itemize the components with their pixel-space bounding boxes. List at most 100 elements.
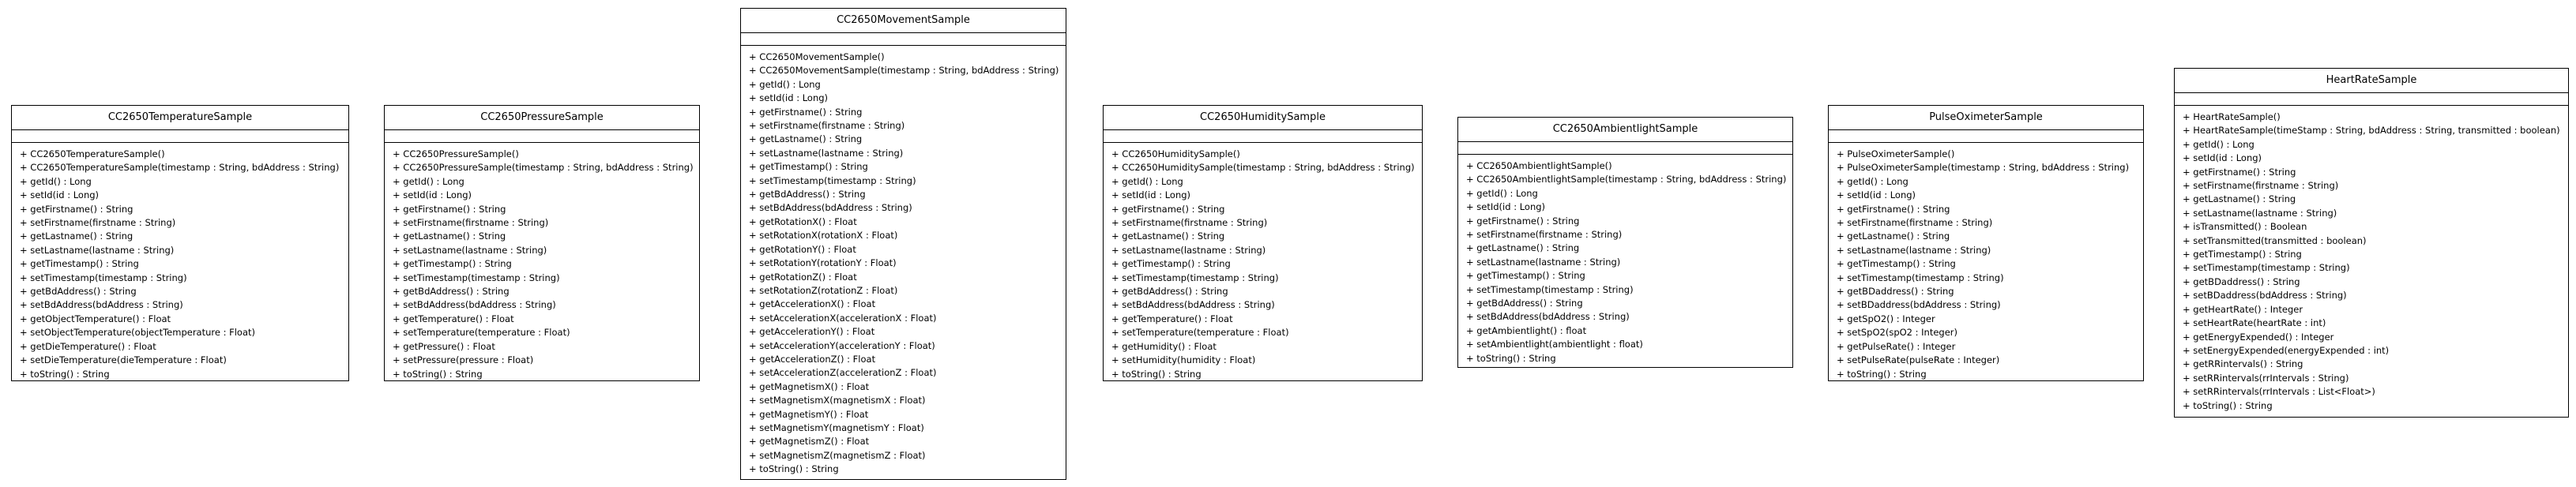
operation: + getAccelerationY() : Float xyxy=(749,326,875,338)
operation: + getTemperature() : Float xyxy=(1111,313,1233,324)
attributes-compartment xyxy=(12,130,348,143)
operation: + getHumidity() : Float xyxy=(1111,340,1217,352)
operation: + CC2650TemperatureSample(timestamp : St… xyxy=(20,162,340,174)
operation: + getId() : Long xyxy=(20,175,92,187)
operation: + getLastname() : String xyxy=(749,133,863,145)
operation: + CC2650AmbientlightSample() xyxy=(1466,160,1612,171)
operation: + setId(id : Long) xyxy=(1837,189,1916,201)
class-cc2650-ambientlight-sample[interactable]: CC2650AmbientlightSample + CC2650Ambient… xyxy=(1457,117,1793,368)
operation: + getFirstname() : String xyxy=(1111,203,1225,215)
operation: + toString() : String xyxy=(2183,399,2273,411)
operation: + setLastname(lastname : String) xyxy=(2183,207,2337,219)
operation: + CC2650PressureSample() xyxy=(393,148,519,159)
operation: + setLastname(lastname : String) xyxy=(20,244,175,256)
operation: + getTimestamp() : String xyxy=(1466,270,1585,282)
operation: + setFirstname(firstname : String) xyxy=(1837,217,1993,229)
operation: + setLastname(lastname : String) xyxy=(1837,244,1991,256)
operation: + setPressure(pressure : Float) xyxy=(393,354,534,366)
operation: + setFirstname(firstname : String) xyxy=(393,217,549,229)
operation: + setTimestamp(timestamp : String) xyxy=(1837,272,2004,283)
operation: + getMagnetismX() : Float xyxy=(749,380,870,392)
operation: + getRotationY() : Float xyxy=(749,243,856,255)
operation: + setMagnetismY(magnetismY : Float) xyxy=(749,421,924,433)
operation: + getFirstname() : String xyxy=(393,203,506,215)
operation: + CC2650MovementSample() xyxy=(749,51,885,62)
operation: + getLastname() : String xyxy=(20,230,134,242)
class-cc2650-pressure-sample[interactable]: CC2650PressureSample + CC2650PressureSam… xyxy=(384,105,700,381)
operation: + setObjectTemperature(objectTemperature… xyxy=(20,327,256,339)
class-cc2650-humidity-sample[interactable]: CC2650HumiditySample + CC2650HumiditySam… xyxy=(1103,105,1423,381)
attributes-compartment xyxy=(385,130,699,143)
operation: + setRRintervals(rrIntervals : String) xyxy=(2183,372,2349,384)
class-cc2650-temperature-sample[interactable]: CC2650TemperatureSample + CC2650Temperat… xyxy=(11,105,349,381)
operation: + getAccelerationX() : Float xyxy=(749,298,876,310)
operation: + setAccelerationY(accelerationY : Float… xyxy=(749,339,935,351)
attributes-compartment xyxy=(1829,130,2143,143)
operation: + setMagnetismZ(magnetismZ : Float) xyxy=(749,449,926,461)
operation: + setAccelerationX(accelerationX : Float… xyxy=(749,312,937,324)
operation: + getMagnetismZ() : Float xyxy=(749,436,870,448)
operation: + getBDaddress() : String xyxy=(2183,275,2300,287)
operation: + setEnergyExpended(energyExpended : int… xyxy=(2183,344,2390,356)
operation: + getBdAddress() : String xyxy=(749,189,866,200)
operation: + setLastname(lastname : String) xyxy=(1466,256,1621,268)
operation: + getBdAddress() : String xyxy=(20,286,137,298)
operation: + getPulseRate() : Integer xyxy=(1837,340,1956,352)
operation: + setLastname(lastname : String) xyxy=(1111,244,1266,256)
operation: + setTimestamp(timestamp : String) xyxy=(1111,272,1279,283)
operation: + getTimestamp() : String xyxy=(20,258,139,270)
operation: + setId(id : Long) xyxy=(20,189,100,201)
operations-compartment: + CC2650HumiditySample()+ CC2650Humidity… xyxy=(1104,143,1422,381)
operations-compartment: + CC2650MovementSample()+ CC2650Movement… xyxy=(741,46,1066,477)
operations-compartment: + CC2650TemperatureSample()+ CC2650Tempe… xyxy=(12,143,348,381)
operation: + getId() : Long xyxy=(1111,175,1183,187)
operation: + getRotationZ() : Float xyxy=(749,271,857,283)
operation: + setHumidity(humidity : Float) xyxy=(1111,354,1256,366)
operation: + getEnergyExpended() : Integer xyxy=(2183,331,2334,343)
operation: + setTemperature(temperature : Float) xyxy=(393,327,570,339)
operation: + setFirstname(firstname : String) xyxy=(749,120,905,132)
operation: + setFirstname(firstname : String) xyxy=(1111,217,1268,229)
operation: + getId() : Long xyxy=(1466,187,1538,199)
operation: + setTransmitted(transmitted : boolean) xyxy=(2183,234,2367,246)
attributes-compartment xyxy=(741,33,1066,46)
operation: + setRotationZ(rotationZ : Float) xyxy=(749,284,898,296)
operation: + getBDaddress() : String xyxy=(1837,286,1954,298)
operation: + getTimestamp() : String xyxy=(393,258,512,270)
class-cc2650-movement-sample[interactable]: CC2650MovementSample + CC2650MovementSam… xyxy=(740,8,1066,480)
operation: + setBdAddress(bdAddress : String) xyxy=(1111,299,1275,311)
operation: + getAmbientlight() : float xyxy=(1466,324,1587,336)
operation: + setAmbientlight(ambientlight : float) xyxy=(1466,339,1643,350)
operation: + toString() : String xyxy=(393,368,483,380)
operation: + setBDaddress(bdAddress : String) xyxy=(1837,299,2001,311)
operation: + setBDaddress(bdAddress : String) xyxy=(2183,290,2347,302)
operation: + setBdAddress(bdAddress : String) xyxy=(749,202,912,214)
class-pulse-oximeter-sample[interactable]: PulseOximeterSample + PulseOximeterSampl… xyxy=(1828,105,2144,381)
attributes-compartment xyxy=(1458,142,1792,155)
operation: + HeartRateSample(timeStamp : String, bd… xyxy=(2183,125,2560,137)
operation: + getLastname() : String xyxy=(1837,230,1950,242)
operation: + getTimestamp() : String xyxy=(1111,258,1231,270)
operation: + getRRintervals() : String xyxy=(2183,358,2303,370)
operation: + setTimestamp(timestamp : String) xyxy=(1466,283,1634,295)
class-heart-rate-sample[interactable]: HeartRateSample + HeartRateSample()+ Hea… xyxy=(2174,68,2569,418)
operation: + CC2650AmbientlightSample(timestamp : S… xyxy=(1466,174,1787,185)
operation: + CC2650PressureSample(timestamp : Strin… xyxy=(393,162,694,174)
operation: + setFirstname(firstname : String) xyxy=(1466,229,1623,241)
class-name: CC2650AmbientlightSample xyxy=(1458,118,1792,142)
operation: + setTimestamp(timestamp : String) xyxy=(393,272,560,283)
operation: + getLastname() : String xyxy=(1466,242,1580,254)
operation: + setBdAddress(bdAddress : String) xyxy=(20,299,183,311)
operation: + getBdAddress() : String xyxy=(393,286,510,298)
operations-compartment: + CC2650AmbientlightSample() + CC2650Ambi… xyxy=(1458,155,1792,365)
class-name: CC2650MovementSample xyxy=(741,9,1066,33)
operation: + getId() : Long xyxy=(1837,175,1908,187)
operation: + getFirstname() : String xyxy=(2183,166,2296,178)
operation: + getLastname() : String xyxy=(2183,193,2296,205)
operation: + getFirstname() : String xyxy=(749,106,863,118)
operations-compartment: + PulseOximeterSample()+ PulseOximeterSa… xyxy=(1829,143,2143,381)
operation: + CC2650HumiditySample() xyxy=(1111,148,1240,159)
operation: + getLastname() : String xyxy=(393,230,506,242)
operation: + setId(id : Long) xyxy=(1466,201,1546,213)
operation: + setRotationY(rotationY : Float) xyxy=(749,257,897,269)
